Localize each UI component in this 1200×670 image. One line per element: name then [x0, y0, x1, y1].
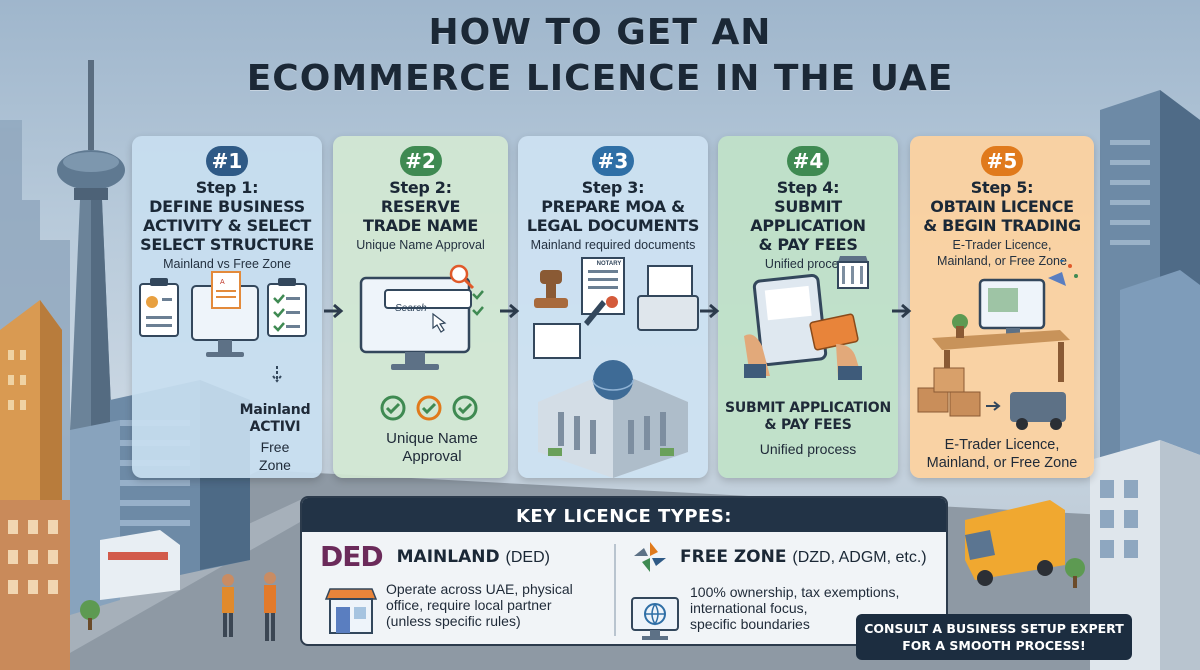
mainland-desc-line: office, require local partner — [386, 597, 552, 613]
people-icon — [222, 572, 276, 641]
divider — [614, 544, 616, 636]
step-badge: #3 — [592, 146, 634, 176]
step-subtitle: Unified process — [764, 257, 852, 271]
step-badge: #1 — [206, 146, 248, 176]
step-title-line: TRADE NAME — [362, 216, 479, 235]
title-line-1: HOW TO GET AN — [428, 12, 772, 53]
step-title: Step 2: RESERVE TRADE NAME — [333, 178, 508, 235]
step-title: Step 1: DEFINE BUSINESS ACTIVITY & SELEC… — [132, 178, 322, 254]
step-extra-text: E-Trader Licence, Mainland, or Free Zone — [910, 436, 1094, 472]
step-title-line: Step 1: — [195, 178, 259, 197]
shop-icon — [324, 588, 378, 634]
step-subtitle: Mainland vs Free Zone — [163, 257, 291, 271]
tablet-payment-icon — [744, 256, 869, 380]
free-zone-paren: (DZD, ADGM, etc.) — [792, 549, 927, 566]
step-title-line: ACTIVITY & SELECT — [142, 216, 312, 235]
globe-monitor-icon — [631, 597, 679, 640]
mainland-title: MAINLAND (DED) — [397, 547, 550, 567]
documents-building-icon — [533, 257, 699, 478]
step-title-line: DEFINE BUSINESS — [149, 197, 305, 216]
free-zone-desc-line: 100% ownership, tax exemptions, — [690, 584, 900, 600]
svg-text:A: A — [220, 279, 225, 286]
mainland-licence: DED MAINLAND (DED) Operate across UAE, p… — [320, 540, 610, 641]
step-title-line: Step 2: — [389, 178, 452, 197]
step-title: Step 3: PREPARE MOA & LEGAL DOCUMENTS — [518, 178, 708, 235]
monitor-documents-icon: A — [139, 271, 307, 383]
step-badge: #2 — [399, 146, 442, 176]
step-title: Step 5: OBTAIN LICENCE & BEGIN TRADING — [910, 178, 1094, 235]
free-zone-licence: FREE ZONE (DZD, ADGM, etc.) 100% ownersh… — [630, 540, 940, 654]
step-extra-line: Free — [260, 439, 290, 455]
page-title: HOW TO GET AN ECOMMERCE LICENCE IN THE U… — [0, 10, 1200, 102]
desk-delivery-icon — [917, 260, 1078, 430]
step-title-line: Step 5: — [970, 178, 1034, 197]
step-extra-line: Approval — [402, 448, 462, 465]
step-3-card: #3 Step 3: PREPARE MOA & LEGAL DOCUMENTS… — [518, 136, 708, 478]
step-title-line: Step 3: — [581, 178, 645, 197]
free-zone-logo-icon — [634, 542, 666, 572]
step-title-line: & PAY FEES — [758, 235, 858, 254]
mainland-paren: (DED) — [505, 548, 550, 566]
step-title-line: & BEGIN TRADING — [923, 216, 1081, 235]
step-extra-line: ACTIVI — [249, 419, 301, 435]
step-2-card: #2 Step 2: RESERVE TRADE NAME Unique Nam… — [333, 136, 508, 478]
step-title-line: OBTAIN LICENCE — [930, 197, 1074, 216]
free-zone-desc: 100% ownership, tax exemptions, internat… — [690, 584, 899, 632]
step-title-line: PREPARE MOA & — [541, 197, 685, 216]
free-zone-name: FREE ZONE — [680, 547, 787, 567]
step-extra-text: Mainland ACTIVI — [228, 402, 322, 436]
step-extra-text: SUBMIT APPLICATION & PAY FEES — [718, 400, 898, 434]
free-zone-desc-line: international focus, — [690, 600, 808, 616]
step-5-card: #5 Step 5: OBTAIN LICENCE & BEGIN TRADIN… — [910, 136, 1094, 478]
arrow-right-icon — [500, 303, 520, 319]
free-zone-desc-line: specific boundaries — [690, 616, 810, 632]
delivery-van-icon — [965, 500, 1065, 586]
step-extra-line: E-Trader Licence, — [944, 437, 1060, 453]
mainland-desc: Operate across UAE, physical office, req… — [386, 581, 573, 629]
step-4-card: #4 Step 4: SUBMIT APPLICATION & PAY FEES… — [718, 136, 898, 478]
step-1-card: #1 Step 1: DEFINE BUSINESS ACTIVITY & SE… — [132, 136, 322, 478]
mainland-desc-line: Operate across UAE, physical — [386, 581, 573, 597]
check-icons — [380, 395, 478, 421]
step-subtitle: E-Trader Licence, Mainland, or Free Zone — [910, 237, 1094, 269]
arrow-right-icon — [324, 303, 344, 319]
title-line-2: ECOMMERCE LICENCE IN THE UAE — [246, 58, 954, 99]
step-extra-line: Mainland — [239, 402, 311, 418]
ded-logo: DED — [320, 540, 384, 573]
step-subtitle-line: Mainland, or Free Zone — [937, 254, 1067, 268]
key-licence-heading: KEY LICENCE TYPES: — [302, 498, 946, 532]
arrow-right-icon — [892, 303, 912, 319]
notary-label: NOTARY — [596, 261, 622, 267]
step-badge: #4 — [787, 146, 829, 176]
cta-line: CONSULT A BUSINESS SETUP EXPERT — [864, 621, 1124, 636]
step-extra-line: SUBMIT APPLICATION — [725, 400, 891, 416]
consult-expert-banner: CONSULT A BUSINESS SETUP EXPERT FOR A SM… — [856, 614, 1132, 660]
step-extra-text: Unique Name Approval — [367, 430, 497, 466]
step-title-line: Step 4: — [776, 178, 840, 197]
tower-icon — [57, 60, 125, 430]
step-badge: #5 — [981, 146, 1023, 176]
step-extra-sub: Unified process — [759, 441, 857, 457]
step-subtitle: Mainland required documents — [530, 238, 696, 252]
arrow-right-icon — [700, 303, 720, 319]
step-title-line: SELECT STRUCTURE — [140, 235, 314, 254]
mainland-name: MAINLAND — [396, 546, 500, 567]
step-title-line: RESERVE — [380, 197, 461, 216]
search-monitor-icon — [359, 264, 484, 370]
step-extra-text: Free Zone — [228, 438, 322, 474]
step-extra-line: & PAY FEES — [764, 417, 852, 433]
cta-line: FOR A SMOOTH PROCESS! — [902, 638, 1086, 653]
step-extra-line: Zone — [259, 457, 291, 473]
free-zone-title: FREE ZONE (DZD, ADGM, etc.) — [680, 547, 927, 567]
step-title: Step 4: SUBMIT APPLICATION & PAY FEES — [718, 178, 898, 254]
step-title-line: SUBMIT APPLICATION — [750, 197, 866, 235]
step-extra-line: Mainland, or Free Zone — [926, 455, 1078, 471]
key-licence-types-panel: KEY LICENCE TYPES: DED MAINLAND (DED) Op… — [300, 496, 948, 646]
mainland-desc-line: (unless specific rules) — [386, 613, 521, 629]
step-subtitle: Unique Name Approval — [356, 238, 485, 252]
step-title-line: LEGAL DOCUMENTS — [526, 216, 700, 235]
step-extra-line: Unique Name — [386, 430, 478, 447]
search-field-text: Search — [395, 303, 427, 314]
step-subtitle-line: E-Trader Licence, — [952, 238, 1052, 252]
